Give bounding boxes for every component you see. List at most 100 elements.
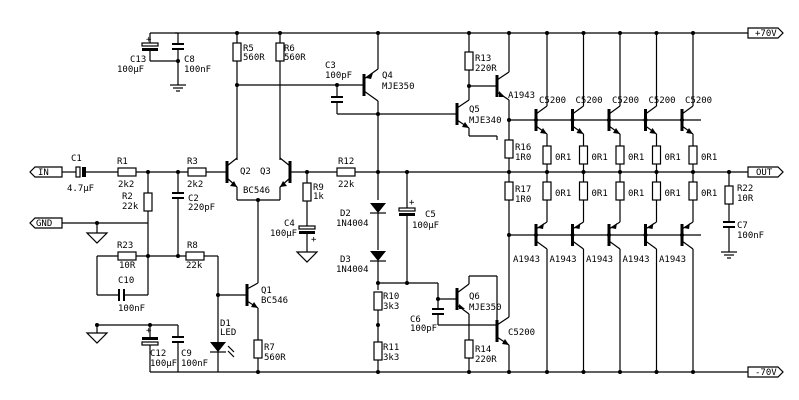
d2-value: 1N4004	[336, 219, 369, 229]
r14-resistor: R14 220R	[464, 330, 497, 374]
r14-ref: R14	[475, 345, 491, 355]
d3-ref: D3	[340, 255, 351, 265]
emitter-resistor-top	[688, 145, 698, 165]
driver-top-transistor: A1943	[495, 31, 535, 140]
gnd-port-label: GND	[36, 219, 52, 229]
gnd-net	[85, 221, 148, 244]
r14-value: 220R	[475, 355, 497, 365]
r10-resistor: R10 3k3	[373, 291, 399, 342]
r7-ref: R7	[264, 343, 275, 353]
emitter-resistor-bottom-label: 0R1	[665, 189, 681, 199]
c1-ref: C1	[71, 154, 82, 164]
c5-value: 100μF	[412, 221, 439, 231]
r23-ref: R23	[117, 241, 133, 251]
top-transistor-label: C5200	[685, 96, 712, 106]
r16-ref: R16	[515, 143, 531, 153]
c12-value: 100μF	[150, 359, 177, 369]
emitter-resistor-bottom-label: 0R1	[701, 189, 717, 199]
c3-value: 100pF	[325, 71, 352, 81]
c5-plus: +	[409, 198, 415, 208]
r23-resistor: R23 10R	[97, 241, 186, 271]
q4-ref: Q4	[382, 71, 393, 81]
c4-ref: C4	[284, 219, 295, 229]
r9-value: 1k	[313, 192, 324, 202]
top-transistor-label: C5200	[649, 96, 676, 106]
c7-capacitor: C7 100nF	[721, 221, 764, 259]
r11-value: 3k3	[383, 353, 399, 363]
bottom-transistor-label: A1943	[550, 255, 577, 265]
c8-capacitor: C8 100nF	[150, 32, 211, 92]
r10-value: 3k3	[383, 302, 399, 312]
input-port-label: IN	[38, 168, 49, 178]
ground-branch	[85, 323, 140, 344]
r12-resistor: R12 22k	[336, 157, 700, 190]
c13-plus: +	[146, 35, 152, 45]
q2-q3-value: BC546	[243, 186, 270, 196]
emitter-resistor-bottom-label: 0R1	[555, 189, 571, 199]
bottom-transistor-label: A1943	[659, 255, 686, 265]
driver-bottom-transistor: C5200	[495, 276, 535, 374]
q5-ref: Q5	[469, 105, 480, 115]
output-port: OUT	[700, 166, 784, 178]
r7-resistor: R7 560R	[253, 339, 286, 374]
r2-resistor: R2 22k	[122, 170, 153, 256]
c9-ref: C9	[181, 349, 192, 359]
c12-capacitor: C12 100μF +	[141, 325, 177, 372]
emitter-resistor-bottom	[615, 181, 625, 201]
r6-resistor: R6 560R	[275, 31, 306, 160]
c6-capacitor: C6 100pF	[410, 283, 497, 334]
r2-value: 22k	[122, 202, 139, 212]
c7-value: 100nF	[737, 231, 764, 241]
r8-ref: R8	[187, 241, 198, 251]
c13-value: 100μF	[117, 65, 144, 75]
bottom-transistor-label: A1943	[623, 255, 650, 265]
c3-ref: C3	[325, 61, 336, 71]
positive-rail: +70V	[175, 27, 784, 39]
r3-resistor: R3 2k2	[187, 157, 224, 190]
c2-value: 220pF	[188, 203, 215, 213]
output-stage: C52000R10R1A1943C52000R10R1A1943C52000R1…	[509, 31, 717, 374]
d3-diode: D3 1N4004	[336, 251, 386, 290]
r6-ref: R6	[284, 44, 295, 54]
q4-value: MJE350	[382, 82, 415, 92]
r3-value: 2k2	[187, 180, 203, 190]
c12-ref: C12	[150, 349, 166, 359]
q1-ref: Q1	[261, 286, 272, 296]
r5-value: 560R	[243, 53, 265, 63]
q5-transistor: Q5 MJE340	[440, 99, 502, 137]
negative-rail-label: -70V	[755, 368, 777, 378]
emitter-resistor-top	[615, 145, 625, 165]
q6-ref: Q6	[469, 292, 480, 302]
r12-ref: R12	[338, 157, 354, 167]
c2-capacitor: C2 220pF	[172, 170, 215, 256]
r22-ref: R22	[737, 184, 753, 194]
emitter-resistor-top-label: 0R1	[701, 153, 717, 163]
c4-value: 100μF	[270, 229, 297, 239]
c5-ref: C5	[425, 210, 436, 220]
q1-transistor: Q1 BC546	[218, 282, 288, 340]
r16-value: 1R0	[515, 153, 531, 163]
negative-rail: -70V	[218, 366, 784, 378]
r17-value: 1R0	[515, 195, 531, 205]
d1-value: LED	[220, 328, 236, 338]
r11-ref: R11	[383, 343, 399, 353]
emitter-resistor-top-label: 0R1	[628, 153, 644, 163]
q6-transistor: Q6 MJE350	[438, 275, 502, 330]
c3-capacitor: C3 100pF	[325, 61, 352, 114]
q2-ref: Q2	[240, 167, 251, 177]
input-port: IN	[29, 166, 70, 178]
r17-resistor: R17 1R0	[504, 172, 531, 300]
r8-value: 22k	[186, 261, 203, 271]
r10-ref: R10	[383, 292, 399, 302]
r22-resistor: R22 10R	[724, 170, 754, 222]
d2-ref: D2	[340, 209, 351, 219]
r1-value: 2k2	[118, 180, 134, 190]
emitter-resistor-top	[651, 145, 662, 165]
emitter-resistor-bottom	[651, 181, 662, 201]
c6-ref: C6	[410, 315, 421, 325]
r8-resistor: R8 22k	[185, 241, 220, 345]
c1-value: 4.7μF	[67, 184, 94, 194]
